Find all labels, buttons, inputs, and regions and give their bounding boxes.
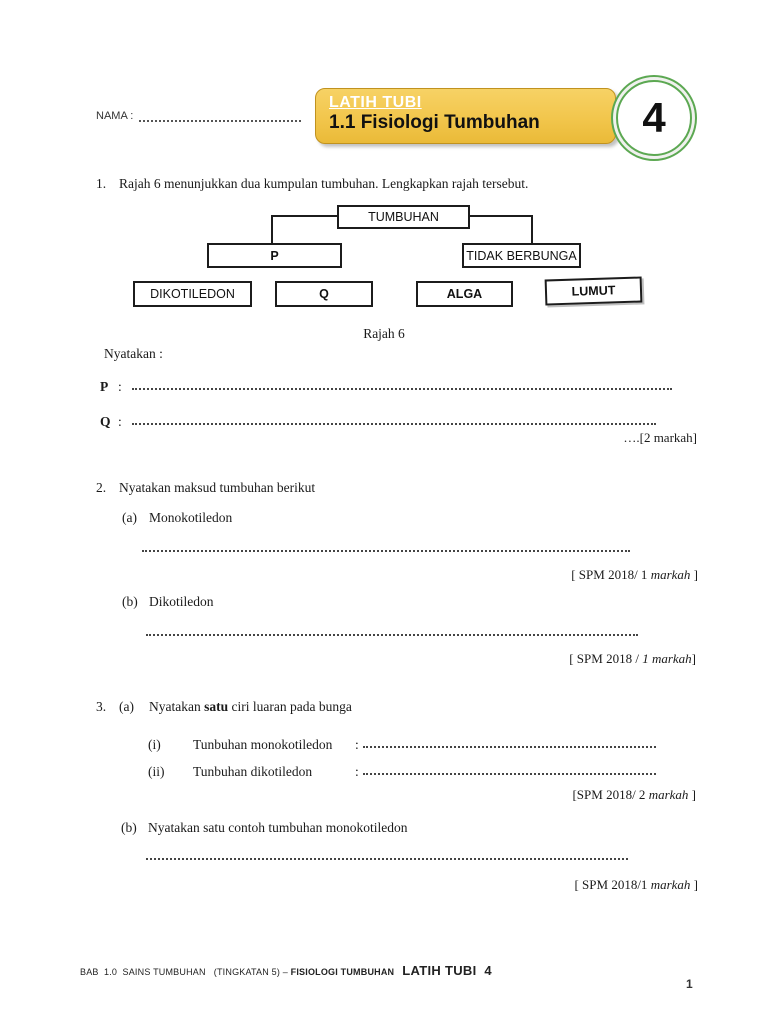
q2b-answer-line xyxy=(146,622,638,636)
q3b-row: (b) Nyatakan satu contoh tumbuhan monoko… xyxy=(121,820,407,836)
q3a-marks-post: ] xyxy=(688,787,696,802)
name-answer-line xyxy=(139,110,302,122)
q2a-label: (a) xyxy=(122,510,137,525)
footer-chapter: BAB 1.0 SAINS TUMBUHAN (TINGKATAN 5) – xyxy=(80,967,291,977)
q3b-marks-pre: [ SPM 2018/1 xyxy=(574,877,651,892)
q3a-ii-text: Tunbuhan dikotiledon xyxy=(193,764,313,779)
q2a-marks-italic: markah xyxy=(650,567,691,582)
connector-right-vertical xyxy=(531,215,533,244)
banner-kicker: LATIH TUBI xyxy=(329,94,422,111)
q1-answer-row-q: Q : xyxy=(100,414,656,430)
q1-prompt: Nyatakan : xyxy=(104,346,163,361)
question-2-number: 2. xyxy=(96,480,107,495)
footer-latih-tubi: LATIH TUBI 4 xyxy=(402,963,492,978)
connector-left-vertical xyxy=(271,215,273,244)
q3b-marks: [ SPM 2018/1 markah ] xyxy=(450,877,698,893)
q3b-label: (b) xyxy=(121,820,137,835)
diagram-box-dikotiledon: DIKOTILEDON xyxy=(133,281,252,307)
diagram-box-alga: ALGA xyxy=(416,281,513,307)
q2b-marks-post: ] xyxy=(691,651,696,666)
page-number: 1 xyxy=(686,977,693,991)
diagram-box-lumut: LUMUT xyxy=(544,276,643,306)
diagram-box-tumbuhan: TUMBUHAN xyxy=(337,205,470,229)
q2b-row: (b) Dikotiledon xyxy=(122,594,214,610)
connector-right-horizontal xyxy=(470,215,533,217)
diagram-box-p: P xyxy=(207,243,342,268)
name-label: NAMA : xyxy=(96,110,134,122)
q3a-marks-italic: markah xyxy=(648,787,689,802)
q3a-marks: [SPM 2018/ 2 markah ] xyxy=(450,787,696,803)
q1-answer-row-p: P : xyxy=(100,379,672,395)
q3a-text-post: ciri luaran pada bunga xyxy=(228,699,352,714)
q3a-ii-colon: : xyxy=(355,764,359,779)
q3a-label: (a) xyxy=(119,699,134,714)
name-field-row: NAMA : xyxy=(96,110,302,122)
q1-marks: ….[2 markah] xyxy=(623,430,697,445)
q3a-ii-label: (ii) xyxy=(148,764,165,779)
q2a-marks: [ SPM 2018/ 1 markah ] xyxy=(450,567,698,583)
q1-colon-q: : xyxy=(118,414,122,429)
q2a-marks-pre: [ SPM 2018/ 1 xyxy=(571,567,651,582)
plant-classification-diagram: TUMBUHAN P TIDAK BERBUNGA DIKOTILEDON Q … xyxy=(0,200,768,312)
q3a-item-ii: (ii) Tunbuhan dikotiledon : xyxy=(148,764,656,780)
q3a-i-label: (i) xyxy=(148,737,161,752)
q1-label-q: Q xyxy=(100,414,111,429)
q3a-text-pre: Nyatakan xyxy=(149,699,205,714)
q2b-text: Dikotiledon xyxy=(149,594,214,609)
q3a-ii-answer-line xyxy=(362,764,656,775)
question-3-number: 3. xyxy=(96,699,107,714)
q1-label-p: P xyxy=(100,379,109,394)
q3a-text-bold: satu xyxy=(204,699,229,714)
worksheet-number: 4 xyxy=(616,80,692,156)
q3a-i-colon: : xyxy=(355,737,359,752)
q3a-i-text: Tunbuhan monokotiledon xyxy=(193,737,333,752)
q3a-text: Nyatakan satu ciri luaran pada bunga xyxy=(149,699,352,715)
q2a-marks-post: ] xyxy=(690,567,698,582)
footer: BAB 1.0 SAINS TUMBUHAN (TINGKATAN 5) – F… xyxy=(80,963,492,978)
worksheet-number-badge: 4 xyxy=(611,75,697,161)
diagram-caption: Rajah 6 xyxy=(363,326,405,341)
footer-topic: FISIOLOGI TUMBUHAN xyxy=(290,967,395,977)
q1-colon-p: : xyxy=(118,379,122,394)
question-1-text: Rajah 6 menunjukkan dua kumpulan tumbuha… xyxy=(119,176,529,191)
q1-answer-line-p xyxy=(132,379,672,390)
q3a-item-i: (i) Tunbuhan monokotiledon : xyxy=(148,737,656,753)
q3a-i-answer-line xyxy=(362,737,656,748)
q2a-answer-line xyxy=(142,538,630,552)
question-1-number: 1. xyxy=(96,176,107,191)
title-banner: LATIH TUBI 1.1 Fisiologi Tumbuhan xyxy=(315,88,616,144)
question-2: 2. Nyatakan maksud tumbuhan berikut xyxy=(96,480,736,496)
q2b-marks-italic: 1 markah xyxy=(642,651,692,666)
q3b-answer-line xyxy=(146,846,628,860)
q3a-marks-pre: [SPM 2018/ 2 xyxy=(572,787,649,802)
q3b-text: Nyatakan satu contoh tumbuhan monokotile… xyxy=(148,820,408,835)
q2a-row: (a) Monokotiledon xyxy=(122,510,232,526)
question-2-text: Nyatakan maksud tumbuhan berikut xyxy=(119,480,316,495)
question-1: 1. Rajah 6 menunjukkan dua kumpulan tumb… xyxy=(96,176,736,192)
q2a-text: Monokotiledon xyxy=(149,510,233,525)
connector-left-horizontal xyxy=(272,215,338,217)
q2b-label: (b) xyxy=(122,594,138,609)
q1-answer-line-q xyxy=(132,414,656,425)
q3b-marks-italic: markah xyxy=(650,877,691,892)
page-title: 1.1 Fisiologi Tumbuhan xyxy=(329,112,540,134)
question-3: 3. (a) Nyatakan satu ciri luaran pada bu… xyxy=(96,699,736,715)
q2b-marks: [ SPM 2018 / 1 markah] xyxy=(450,651,696,667)
q2b-marks-pre: [ SPM 2018 / xyxy=(569,651,643,666)
q3b-marks-post: ] xyxy=(690,877,698,892)
diagram-box-tidak-berbunga: TIDAK BERBUNGA xyxy=(462,243,581,268)
diagram-box-q: Q xyxy=(275,281,373,307)
